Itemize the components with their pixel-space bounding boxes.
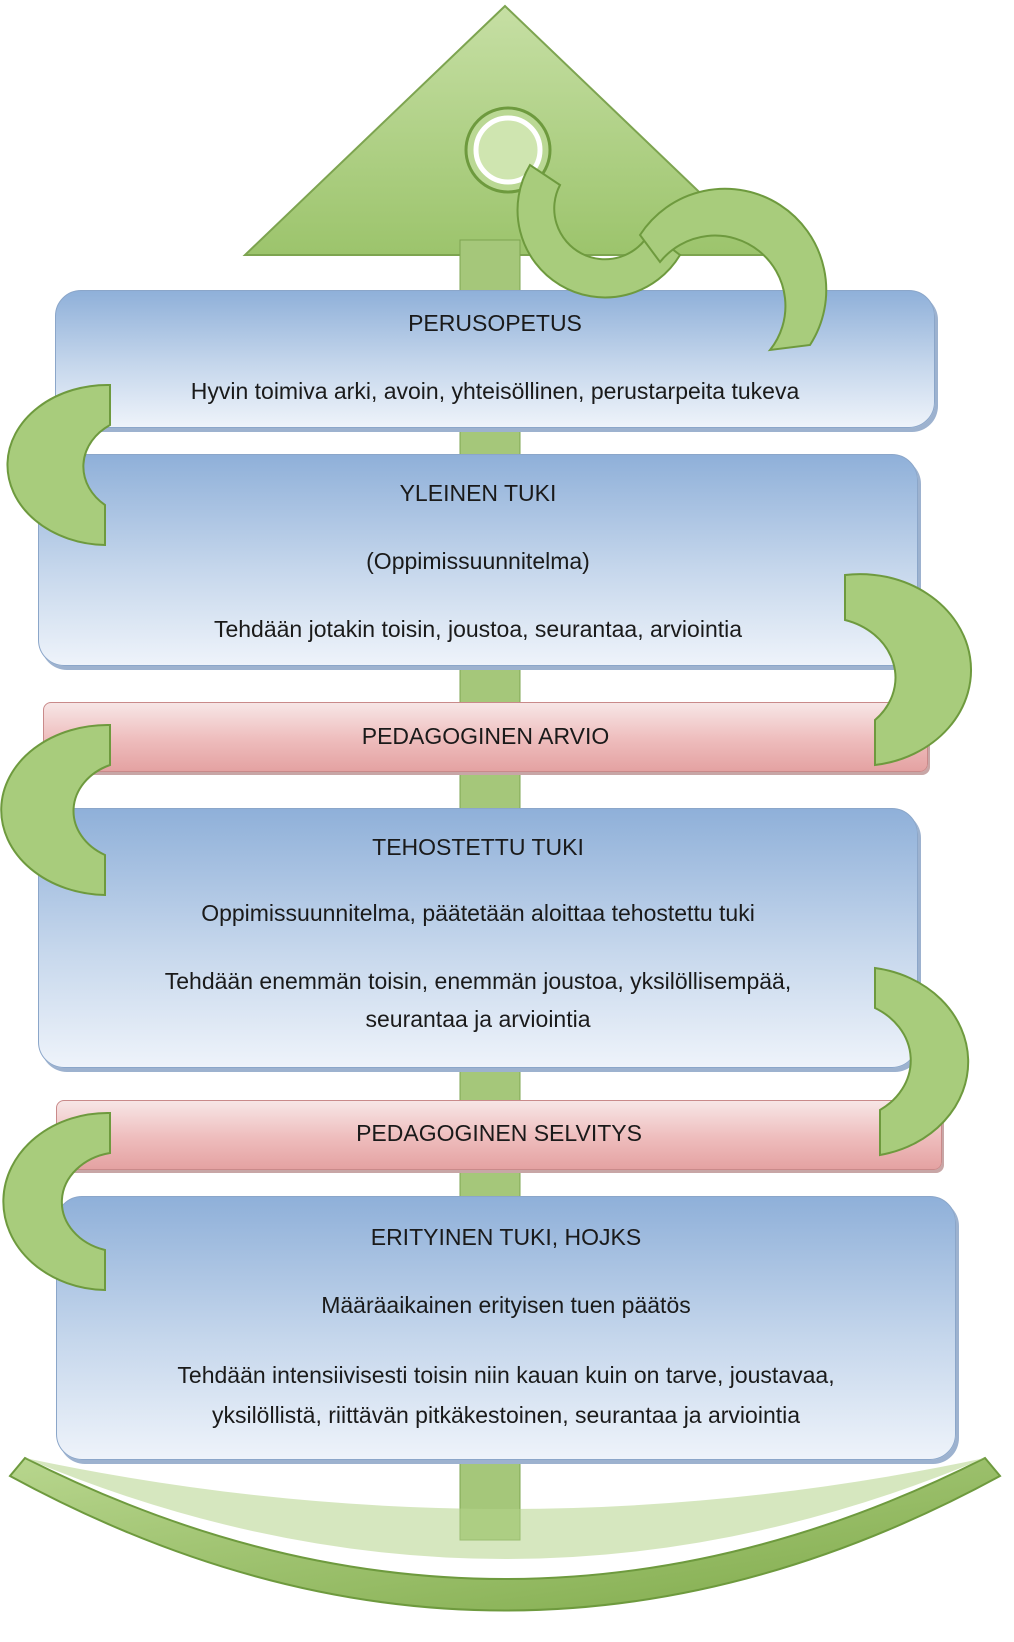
level-perusopetus: PERUSOPETUS Hyvin toimiva arki, avoin, y… [55,290,935,428]
level-title: YLEINEN TUKI [399,480,557,506]
level-text: (Oppimissuunnitelma) [366,548,590,574]
level-text: Oppimissuunnitelma, päätetään aloittaa t… [201,900,755,926]
level-text: Tehdään jotakin toisin, joustoa, seurant… [213,616,743,642]
level-text: Tehdään intensiivisesti toisin niin kaua… [177,1362,835,1388]
level-tehostettu-tuki: TEHOSTETTU TUKI Oppimissuunnitelma, päät… [38,808,918,1068]
band-label: PEDAGOGINEN SELVITYS [356,1120,642,1146]
band-label: PEDAGOGINEN ARVIO [361,723,610,749]
level-title: TEHOSTETTU TUKI [372,834,584,860]
level-erityinen-tuki: ERITYINEN TUKI, HOJKS Määräaikainen erit… [56,1196,956,1460]
level-text: Hyvin toimiva arki, avoin, yhteisöllinen… [190,378,800,404]
anchor-bottom-arc [8,1456,1002,1612]
band-pedagoginen-arvio: PEDAGOGINEN ARVIO [43,702,928,772]
level-text: Tehdään enemmän toisin, enemmän joustoa,… [164,968,792,994]
level-text: yksilöllistä, riittävän pitkäkestoinen, … [211,1402,801,1428]
level-text: Määräaikainen erityisen tuen päätös [321,1292,691,1318]
band-pedagoginen-selvitys: PEDAGOGINEN SELVITYS [56,1100,942,1170]
level-title: PERUSOPETUS [408,310,582,336]
level-text: seurantaa ja arviointia [365,1006,591,1032]
level-yleinen-tuki: YLEINEN TUKI (Oppimissuunnitelma) Tehdää… [38,454,918,666]
level-title: ERITYINEN TUKI, HOJKS [370,1224,642,1250]
